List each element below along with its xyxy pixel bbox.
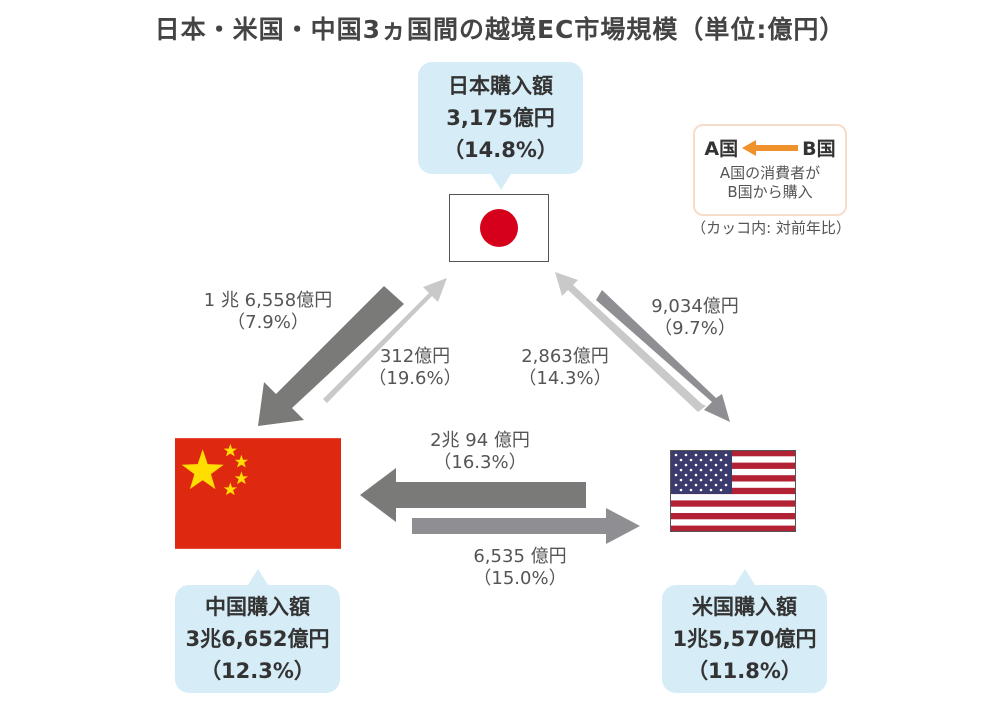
flow-value: 2兆 94 億円 (430, 430, 530, 451)
flow-yoy: （14.3%） (518, 368, 612, 389)
flow-yoy: （7.9%） (227, 312, 309, 333)
arrow-us-to-china (360, 468, 586, 522)
flow-label-us-to-japan: 2,863億円 （14.3%） (500, 346, 630, 390)
flow-yoy: （15.0%） (473, 568, 567, 589)
legend-country-a: A国 (704, 138, 739, 160)
arrow-japan-to-china (258, 286, 404, 426)
japan-purchase-box: 日本購入額 3,175億円 （14.8%） (418, 62, 583, 190)
arrow-japan-to-us (596, 290, 730, 422)
orange-arrow-icon (742, 139, 799, 156)
us-purchase-value: 1兆5,570億円 (672, 627, 817, 651)
japan-flag-icon (449, 194, 549, 262)
us-purchase-label: 米国購入額 (692, 595, 797, 619)
flow-yoy: （19.6%） (368, 368, 462, 389)
japan-purchase-value: 3,175億円 (446, 106, 555, 130)
flow-label-china-to-japan: 312億円 （19.6%） (360, 346, 470, 390)
us-purchase-box: 米国購入額 1兆5,570億円 （11.8%） (662, 569, 827, 693)
us-purchase-yoy: （11.8%） (687, 659, 802, 683)
arrow-us-to-japan (555, 272, 706, 412)
flow-value: 2,863億円 (521, 346, 609, 367)
arrow-china-to-us (412, 508, 640, 544)
flow-value: 9,034億円 (651, 296, 739, 317)
china-purchase-label: 中国購入額 (205, 595, 310, 619)
arrow-china-to-japan (320, 278, 447, 403)
flow-label-japan-to-us: 9,034億円 （9.7%） (630, 296, 760, 340)
flow-label-us-to-china: 2兆 94 億円 （16.3%） (400, 430, 560, 474)
page-title: 日本・米国・中国3ヵ国間の越境EC市場規模（単位:億円） (154, 15, 846, 44)
legend-description-1: A国の消費者が (719, 164, 821, 182)
japan-purchase-label: 日本購入額 (448, 74, 553, 98)
china-purchase-box: 中国購入額 3兆6,652億円 （12.3%） (175, 569, 340, 693)
flow-yoy: （16.3%） (433, 452, 527, 473)
china-purchase-yoy: （12.3%） (200, 659, 315, 683)
legend-box: A国 B国 A国の消費者が B国から購入 (693, 124, 847, 216)
legend-note: （カッコ内: 対前年比） (691, 219, 851, 237)
legend-description-2: B国から購入 (727, 183, 813, 201)
legend-country-b: B国 (802, 138, 836, 160)
flow-yoy: （9.7%） (654, 318, 736, 339)
flow-value: 1 兆 6,558億円 (203, 290, 333, 311)
flow-value: 312億円 (379, 346, 451, 367)
flow-label-japan-to-china: 1 兆 6,558億円 （7.9%） (188, 290, 348, 334)
japan-purchase-yoy: （14.8%） (443, 138, 558, 162)
china-flag-icon (175, 438, 341, 549)
flow-label-china-to-us: 6,535 億円 （15.0%） (450, 546, 590, 590)
us-flag-icon (670, 450, 796, 532)
china-purchase-value: 3兆6,652億円 (185, 627, 330, 651)
flow-value: 6,535 億円 (473, 546, 567, 567)
